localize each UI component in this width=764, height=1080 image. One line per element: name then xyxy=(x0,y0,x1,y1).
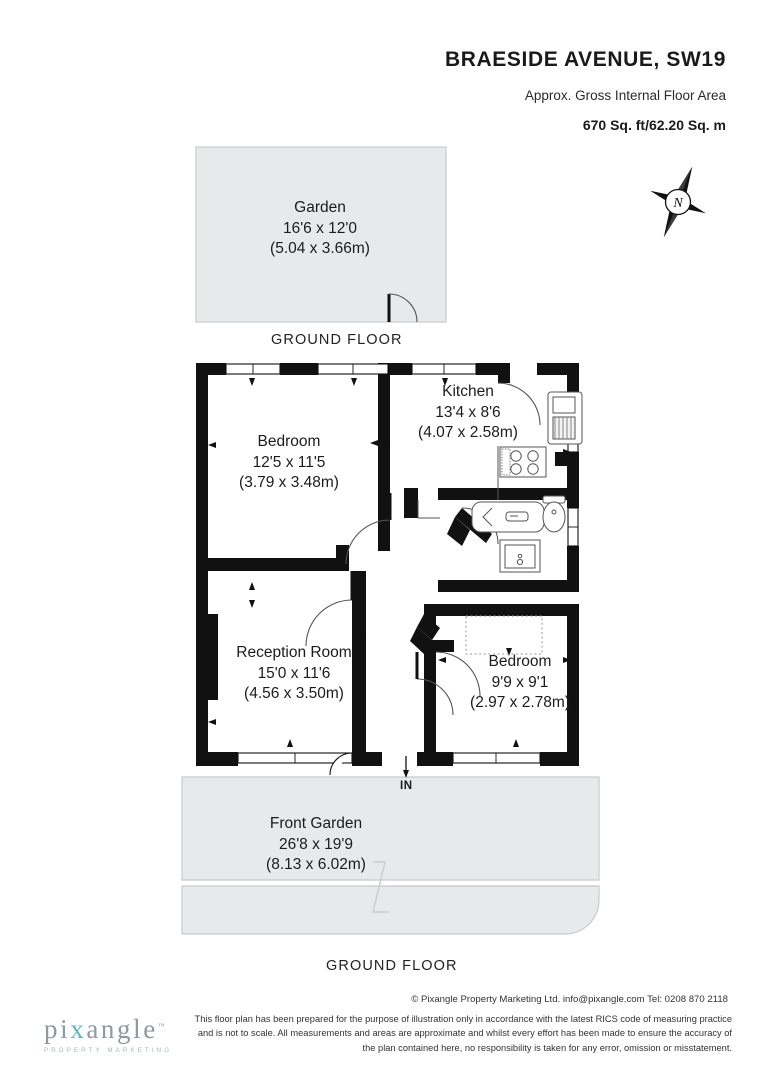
room-name: Garden xyxy=(294,199,346,216)
room-name: Kitchen xyxy=(442,383,494,400)
copyright-text: © Pixangle Property Marketing Ltd. info@… xyxy=(411,994,728,1005)
logo-wordmark: pixangle™ xyxy=(44,1016,180,1043)
page-title: BRAESIDE AVENUE, SW19 xyxy=(445,48,726,71)
room-dim-imperial: 13'4 x 8'6 xyxy=(435,403,501,421)
front-garden-area xyxy=(181,776,600,935)
logo-word-part2: angle xyxy=(86,1014,158,1044)
logo-word-x: x xyxy=(70,1014,87,1044)
building-walls xyxy=(196,363,579,766)
disclaimer-text: This floor plan has been prepared for th… xyxy=(194,1014,732,1053)
room-dim-metric: (3.79 x 3.48m) xyxy=(239,474,339,492)
room-dim-metric: (4.07 x 2.58m) xyxy=(418,424,518,442)
compass-north-label: N xyxy=(672,196,683,211)
storage-outline xyxy=(465,615,543,655)
room-name: Front Garden xyxy=(269,815,363,832)
room-dim-imperial: 9'9 x 9'1 xyxy=(491,673,549,691)
logo-word-part1: pi xyxy=(44,1014,71,1044)
room-label-garden: Garden 16'6 x 12'0 (5.04 x 3.66m) xyxy=(208,198,432,260)
floorplan-drawing xyxy=(181,146,600,935)
room-dim-imperial: 16'6 x 12'0 xyxy=(282,219,357,237)
pixangle-logo: pixangle™ PROPERTY MARKETING xyxy=(44,1016,180,1055)
floor-caption-top: GROUND FLOOR xyxy=(271,332,403,348)
floor-caption-bottom: GROUND FLOOR xyxy=(326,958,458,974)
dimension-markers xyxy=(208,378,571,778)
room-name: Reception Room xyxy=(236,644,352,661)
header: BRAESIDE AVENUE, SW19 Approx. Gross Inte… xyxy=(306,48,726,133)
counter-fixture xyxy=(417,446,499,519)
room-dim-metric: (8.13 x 6.02m) xyxy=(266,856,366,874)
toilet-fixture xyxy=(542,495,566,533)
basin-fixture xyxy=(499,539,541,573)
room-label-kitchen: Kitchen 13'4 x 8'6 (4.07 x 2.58m) xyxy=(375,382,561,444)
area-caption: Approx. Gross Internal Floor Area xyxy=(524,88,726,103)
bath-fixture xyxy=(471,501,545,533)
room-name: Bedroom xyxy=(488,653,552,670)
compass-icon: N xyxy=(636,160,720,244)
room-label-bedroom-1: Bedroom 12'5 x 11'5 (3.79 x 3.48m) xyxy=(194,432,384,494)
room-name: Bedroom xyxy=(257,433,321,450)
room-label-reception-room: Reception Room 15'0 x 11'6 (4.56 x 3.50m… xyxy=(196,643,392,705)
logo-tagline: PROPERTY MARKETING xyxy=(44,1047,173,1054)
room-dim-metric: (2.97 x 2.78m) xyxy=(470,694,570,712)
door-swings xyxy=(305,382,541,716)
entrance-label: IN xyxy=(400,780,413,792)
logo-trademark: ™ xyxy=(157,1022,168,1030)
room-label-front-garden: Front Garden 26'8 x 19'9 (8.13 x 6.02m) xyxy=(206,814,426,876)
room-dim-imperial: 15'0 x 11'6 xyxy=(257,664,331,682)
room-label-bedroom-2: Bedroom 9'9 x 9'1 (2.97 x 2.78m) xyxy=(420,652,620,714)
appliance-fixture xyxy=(547,391,583,445)
total-area-value: 670 Sq. ft/62.20 Sq. m xyxy=(582,117,726,133)
room-dim-metric: (5.04 x 3.66m) xyxy=(270,240,370,258)
garden-area xyxy=(195,146,447,323)
room-dim-imperial: 26'8 x 19'9 xyxy=(278,835,353,853)
room-dim-metric: (4.56 x 3.50m) xyxy=(244,685,344,703)
hob-fixture xyxy=(499,446,547,478)
room-dim-imperial: 12'5 x 11'5 xyxy=(252,453,326,471)
